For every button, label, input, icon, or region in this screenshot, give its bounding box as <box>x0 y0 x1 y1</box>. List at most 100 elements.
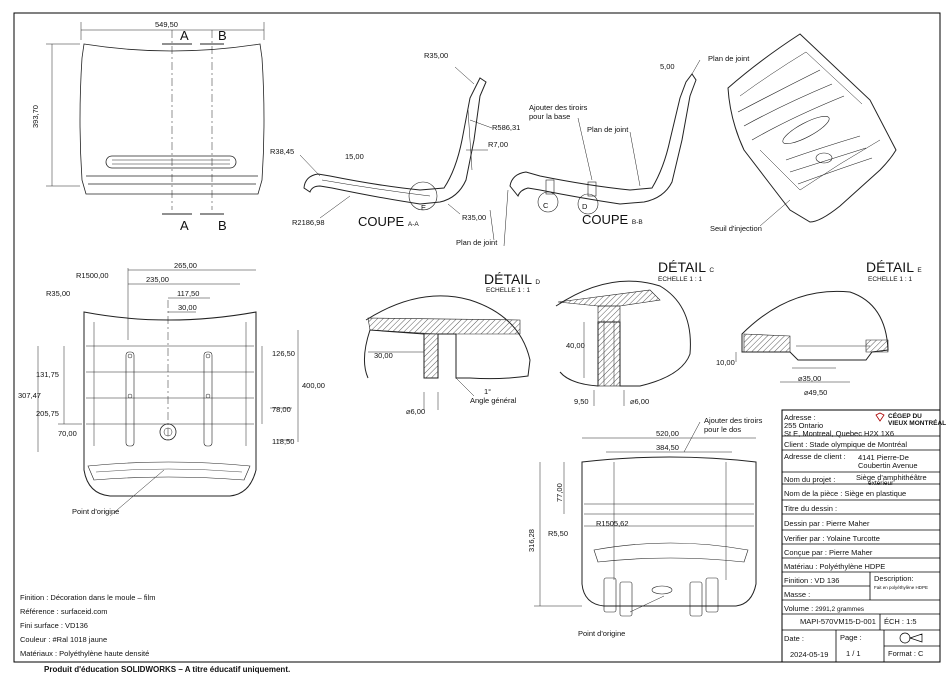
dim-118: 118,50 <box>272 437 295 446</box>
seuil-injection: Seuil d'injection <box>710 224 762 233</box>
dim-35-e-value: 35,00 <box>802 374 822 383</box>
dim-117: 117,50 <box>177 289 200 298</box>
section-bb <box>503 59 701 247</box>
detail-d-title: DÉTAIL D <box>484 272 540 287</box>
dim-15: 15,00 <box>345 152 364 161</box>
section-bb-suffix: B-B <box>631 219 643 226</box>
dim-r5: R5,50 <box>548 529 569 538</box>
front-view <box>534 421 757 617</box>
dim-6-d: ⌀6,00 <box>406 407 426 416</box>
dim-30: 30,00 <box>178 303 197 312</box>
dim-r1505: R1505,62 <box>596 519 629 528</box>
section-mark-a-top: A <box>180 28 189 43</box>
dim-height: 393,70 <box>31 105 40 128</box>
tb-checked-by: Verifier par : Yolaine Turcotte <box>784 534 880 543</box>
dim-307: 307,47 <box>18 391 41 400</box>
tb-description-label: Description: <box>874 574 914 583</box>
tb-scale: ÉCH : 1:5 <box>884 617 917 626</box>
tb-drawn-by: Dessin par : Pierre Maher <box>784 519 870 528</box>
dim-6-c-value: 6,00 <box>634 397 650 406</box>
back-view <box>37 268 299 517</box>
detail-c <box>555 280 691 406</box>
dim-6-d-value: 6,00 <box>410 407 426 416</box>
detail-e-title: DÉTAIL E <box>866 260 922 275</box>
tb-drawing-title: Titre du dessin : <box>784 504 838 513</box>
note-reference: Référence : surfaceid.com <box>20 607 108 616</box>
dim-r35-top: R35,00 <box>424 51 449 60</box>
dim-r35-back: R35,00 <box>46 289 71 298</box>
dim-6-c: ⌀6,00 <box>630 397 650 406</box>
dim-400: 400,00 <box>302 381 325 390</box>
ajouter-tiroirs-base: Ajouter des tiroirs pour la base <box>529 103 588 121</box>
tb-finish: Finition : VD 136 <box>784 576 840 585</box>
plan-joint-aa: Plan de joint <box>456 238 498 247</box>
dim-r2186: R2186,98 <box>292 218 325 227</box>
dim-r38: R38,45 <box>270 147 295 156</box>
dim-r7: R7,00 <box>488 140 509 149</box>
dim-384: 384,50 <box>656 443 679 452</box>
tb-logo-2: VIEUX MONTRÉAL <box>888 420 947 427</box>
tb-drawing-no: MAPI-570VM15-D-001 <box>800 617 876 626</box>
dim-9-c: 9,50 <box>574 397 589 406</box>
dim-78: 78,00 <box>272 405 291 414</box>
tb-client-addr-2: Coubertin Avenue <box>858 461 918 470</box>
top-view <box>46 22 265 215</box>
section-mark-b-top: B <box>218 28 227 43</box>
note-fini-surface: Fini surface : VD136 <box>20 621 88 630</box>
tb-volume-value: 2991,2 grammes <box>815 606 865 613</box>
tb-date-label: Date : <box>784 634 805 643</box>
dim-r586: R586,31 <box>492 123 521 132</box>
detail-c-letter: C <box>709 267 715 274</box>
footer-disclaimer: Produit d'éducation SOLIDWORKS – A titre… <box>44 665 291 674</box>
tb-project-2: extérieur <box>868 480 894 487</box>
dim-40-c: 40,00 <box>566 341 585 350</box>
note-finition: Finition : Décoration dans le moule – fi… <box>20 593 156 602</box>
detail-d <box>364 295 531 410</box>
detail-d-marker: D <box>582 202 588 211</box>
dim-126: 126,50 <box>272 349 295 358</box>
dim-r1500: R1500,00 <box>76 271 109 280</box>
tb-address-2: St E, Montreal, Quebec H2X 1X6 <box>784 429 895 438</box>
tb-project-1: Siège d'amphithéâtre <box>856 473 927 482</box>
section-aa <box>299 66 495 241</box>
detail-e-marker: E <box>421 203 427 212</box>
dim-265: 265,00 <box>174 261 197 270</box>
tb-address-1: 255 Ontario <box>784 421 824 430</box>
detail-d-letter: D <box>535 279 541 286</box>
angle-1: 1° <box>484 387 492 396</box>
detail-c-scale: ECHELLE 1 : 1 <box>658 276 703 283</box>
section-bb-title-text: COUPE <box>582 212 629 227</box>
section-aa-suffix: A-A <box>407 221 419 228</box>
tb-volume-label: Volume : <box>784 604 814 613</box>
tb-material: Matériau : Polyéthylène HDPE <box>784 562 886 571</box>
dim-520: 520,00 <box>656 429 679 438</box>
point-origine-back: Point d'origine <box>72 507 120 516</box>
tb-designed-by: Conçue par : Pierre Maher <box>784 548 873 557</box>
detail-c-title-text: DÉTAIL <box>658 259 706 275</box>
tb-client-addr-1: 4141 Pierre-De <box>858 453 909 462</box>
tb-page: 1 / 1 <box>846 649 861 658</box>
title-block-grid <box>781 409 941 663</box>
tb-part: Nom de la pièce : Siège en plastique <box>784 489 907 498</box>
dim-49-e-value: 49,50 <box>808 388 828 397</box>
tb-format: Format : C <box>888 649 924 658</box>
dim-77: 77,00 <box>555 483 564 502</box>
note-couleur: Couleur : #Ral 1018 jaune <box>20 635 108 644</box>
dim-30-d: 30,00 <box>374 351 393 360</box>
tb-description: Fait en polyéthylène HDPE <box>874 585 929 590</box>
detail-e-scale: ECHELLE 1 : 1 <box>868 276 913 283</box>
tb-volume: Volume : 2991,2 grammes <box>784 604 864 613</box>
plan-joint-bb-mid: Plan de joint <box>587 125 629 134</box>
angle-general: Angle général <box>470 396 517 405</box>
detail-e-title-text: DÉTAIL <box>866 259 914 275</box>
tb-client: Client : Stade olympique de Montréal <box>784 440 907 449</box>
detail-d-scale: ECHELLE 1 : 1 <box>486 287 531 294</box>
point-origine-front: Point d'origine <box>578 629 626 638</box>
detail-c-marker: C <box>543 201 549 210</box>
tb-address-label: Adresse : <box>784 413 816 422</box>
plan-joint-bb-top: Plan de joint <box>708 54 750 63</box>
dim-10-e: 10,00 <box>716 358 735 367</box>
note-materiaux: Matériaux : Polyéthylène haute densité <box>20 649 150 658</box>
